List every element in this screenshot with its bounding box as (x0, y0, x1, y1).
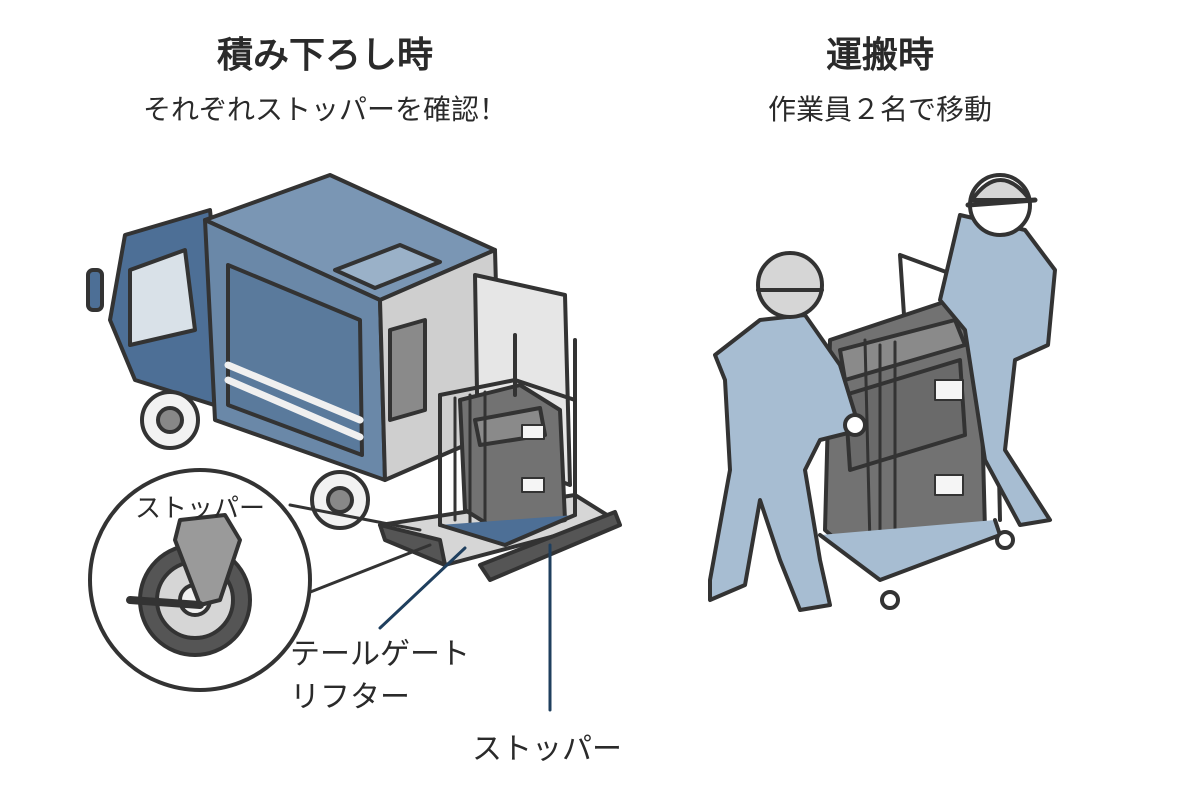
roll-cage-cart-left (438, 333, 577, 547)
right-subtitle: 作業員２名で移動 (767, 93, 992, 126)
stopper-label: ストッパー (472, 732, 622, 767)
stopper-callout-label: ストッパー (134, 494, 265, 524)
tailgate-label-line2: リフター (290, 680, 410, 715)
stopper-zoom-circle (88, 468, 432, 692)
right-title: 運搬時 (825, 35, 934, 76)
tailgate-lifter-label: テールゲート リフター (290, 633, 470, 719)
workers-with-cart (708, 173, 1057, 612)
left-subtitle: それぞれストッパーを確認！ (142, 93, 507, 126)
left-title: 積み下ろし時 (216, 35, 433, 76)
tailgate-label-line1: テールゲート (290, 637, 470, 672)
